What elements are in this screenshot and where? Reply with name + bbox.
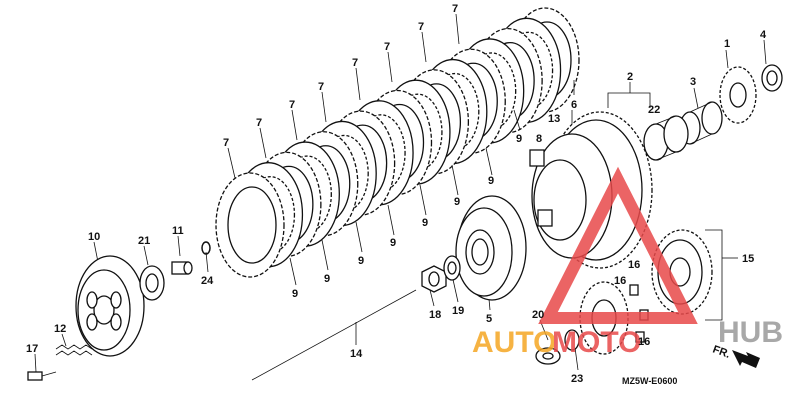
callout-7c: 7 <box>289 99 295 111</box>
lock-washer <box>443 255 461 281</box>
outer-guide-collar <box>679 101 723 145</box>
callout-5: 5 <box>486 313 492 325</box>
callout-7g: 7 <box>418 21 424 33</box>
callout-18: 18 <box>429 309 441 321</box>
callout-19: 19 <box>452 305 464 317</box>
callout-14: 14 <box>350 348 363 360</box>
callout-7a: 7 <box>223 137 229 149</box>
friction-disc <box>215 172 285 278</box>
callout-7f: 7 <box>384 41 390 53</box>
callout-9h: 9 <box>516 133 522 145</box>
callout-9g: 9 <box>488 175 494 187</box>
release-bearing <box>139 265 165 301</box>
callout-17: 17 <box>26 343 38 355</box>
callout-7b: 7 <box>256 117 262 129</box>
callout-21: 21 <box>138 235 150 247</box>
clutch-plate-stack <box>215 7 580 278</box>
primary-gear-assembly <box>579 229 713 355</box>
drawing-code: MZ5W-E0600 <box>622 376 677 386</box>
callout-11: 11 <box>172 225 184 237</box>
spring-washer <box>535 347 561 365</box>
lifter-piece <box>171 261 193 275</box>
clutch-center-hub <box>455 195 527 301</box>
spring-bolt <box>27 371 57 381</box>
callout-10: 10 <box>88 231 100 243</box>
callout-9d: 9 <box>390 237 396 249</box>
clutch-spring <box>55 344 93 356</box>
callout-15: 15 <box>742 253 754 265</box>
callout-3: 3 <box>690 76 696 88</box>
callout-labels: 1 2 3 4 5 6 7 7 7 7 7 7 7 7 8 9 9 9 9 9 … <box>26 3 767 385</box>
callout-9e: 9 <box>422 217 428 229</box>
needle-bearing <box>643 115 689 161</box>
callout-16b: 16 <box>614 275 626 287</box>
callout-4: 4 <box>760 29 767 41</box>
watermark-auto-text: AUTO <box>472 326 556 359</box>
leader-lines <box>34 13 767 373</box>
callout-8: 8 <box>536 133 542 145</box>
callout-24: 24 <box>201 275 214 287</box>
watermark-hub-text: HUB <box>718 316 783 349</box>
callout-12: 12 <box>54 323 66 335</box>
pressure-plate <box>75 255 145 357</box>
lock-nut <box>421 265 447 293</box>
callout-9a: 9 <box>292 288 298 300</box>
circlip <box>201 241 211 255</box>
callout-16a: 16 <box>628 259 640 271</box>
callout-9b: 9 <box>324 273 330 285</box>
watermark: AUTO MOTO HUB <box>472 166 783 359</box>
front-direction-arrow: FR. <box>711 344 760 368</box>
callout-16c: 16 <box>638 336 650 348</box>
collar-small <box>564 329 580 351</box>
callout-1: 1 <box>724 38 730 50</box>
oil-pump-drive-sprocket <box>719 66 757 124</box>
callout-6: 6 <box>571 99 577 111</box>
callout-13: 13 <box>548 113 560 125</box>
callout-20: 20 <box>532 309 544 321</box>
callout-22: 22 <box>648 104 660 116</box>
callout-7h: 7 <box>452 3 458 15</box>
callout-9c: 9 <box>358 255 364 267</box>
thrust-washer <box>761 64 783 92</box>
callout-9f: 9 <box>454 196 460 208</box>
direction-label: FR. <box>711 344 732 361</box>
lifter-rod <box>251 289 417 381</box>
clutch-outer-basket <box>529 111 653 269</box>
callout-23: 23 <box>571 373 583 385</box>
callout-7e: 7 <box>352 57 358 69</box>
watermark-moto-text: MOTO <box>552 326 641 359</box>
callout-7d: 7 <box>318 81 324 93</box>
callout-2: 2 <box>627 71 633 83</box>
